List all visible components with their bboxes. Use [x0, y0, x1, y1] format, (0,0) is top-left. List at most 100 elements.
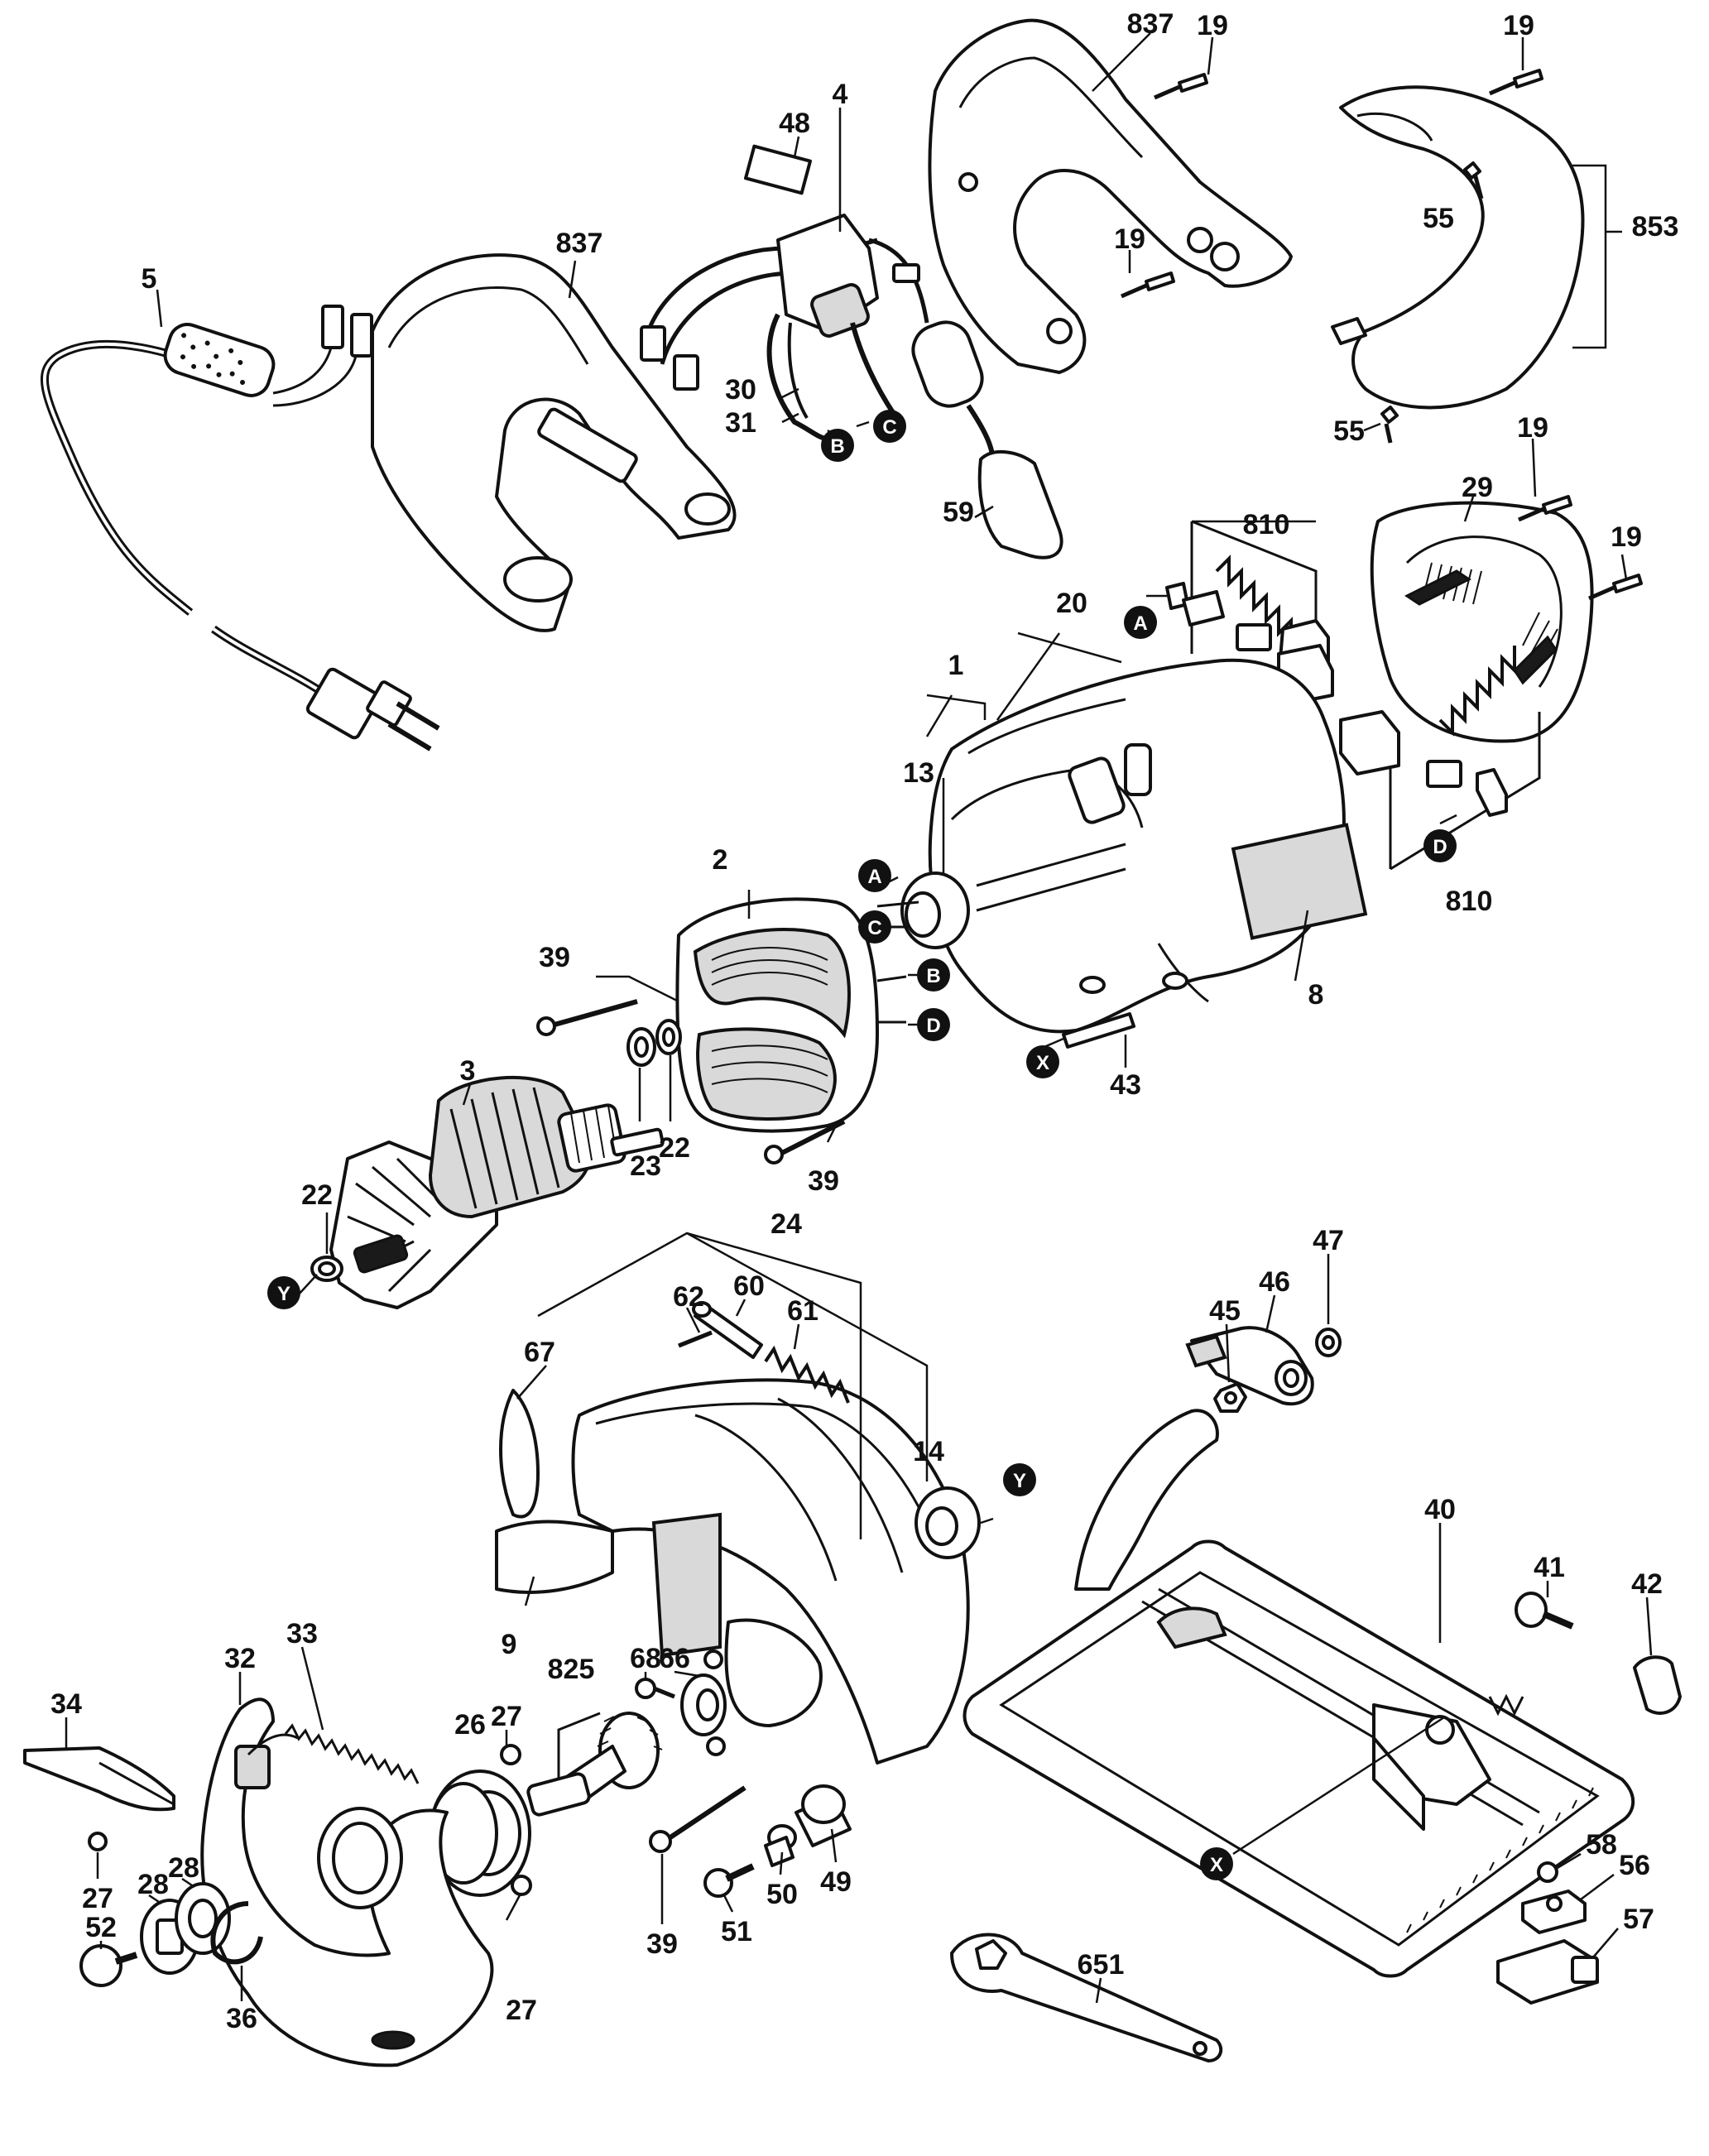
spring-33 [284, 1723, 420, 1784]
callout-27-b: 27 [82, 1883, 113, 1914]
callout-27-c: 27 [506, 1995, 537, 2026]
svg-text:C: C [867, 917, 881, 939]
callout-58: 58 [1586, 1829, 1617, 1861]
callout-labels: 5 837 48 4 30 31 59 837 19 19 19 55 853 … [50, 8, 1678, 2034]
callout-62: 62 [673, 1281, 704, 1313]
callout-31: 31 [725, 407, 756, 439]
callout-49: 49 [820, 1866, 852, 1898]
callout-825: 825 [548, 1654, 595, 1685]
callout-55-a: 55 [1423, 203, 1454, 234]
svg-text:D: D [1433, 836, 1447, 858]
screw-27-e [703, 1649, 726, 1756]
motor-housing [928, 658, 1368, 1034]
callout-68: 68 [630, 1643, 661, 1674]
callout-24: 24 [770, 1208, 802, 1240]
screw-41 [1515, 1592, 1574, 1630]
sleeve-60 [692, 1301, 763, 1359]
callout-29: 29 [1462, 472, 1493, 503]
callout-14: 14 [913, 1436, 944, 1467]
callout-39-c: 39 [646, 1928, 678, 1960]
callout-8: 8 [1308, 979, 1324, 1011]
svg-text:B: B [830, 435, 844, 458]
callout-55-b: 55 [1333, 415, 1365, 447]
callout-1: 1 [948, 650, 964, 681]
handle-cover [1331, 85, 1585, 410]
callout-60: 60 [733, 1270, 765, 1302]
washer-28-b [175, 1882, 231, 1955]
svg-text:C: C [882, 416, 896, 439]
pin-62 [678, 1330, 713, 1348]
callout-28-a: 28 [137, 1869, 169, 1900]
callout-19-b: 19 [1114, 223, 1145, 255]
bushing-50 [764, 1824, 797, 1867]
callout-52: 52 [85, 1912, 117, 1943]
callout-19-e: 19 [1611, 521, 1642, 553]
callout-853: 853 [1632, 211, 1679, 242]
callout-43: 43 [1110, 1069, 1141, 1101]
ref-marker-y-bumper: Y [1003, 1463, 1036, 1496]
svg-text:A: A [1133, 612, 1147, 635]
washer-22-a [655, 1019, 682, 1055]
ref-marker-a-field: A [858, 859, 891, 892]
svg-text:Y: Y [1013, 1470, 1026, 1492]
washer-23 [626, 1027, 656, 1067]
motor-field [675, 897, 919, 1133]
ref-marker-x-base: X [1200, 1847, 1233, 1880]
callout-42: 42 [1631, 1568, 1663, 1600]
nut-45 [1213, 1382, 1247, 1413]
ref-marker-c-switch: C [873, 410, 906, 443]
handle-half-left [371, 253, 737, 632]
lever-34 [23, 1746, 175, 1812]
callout-837-right: 837 [1127, 8, 1174, 40]
plate-67 [499, 1389, 540, 1519]
callout-40: 40 [1424, 1494, 1456, 1525]
callout-20: 20 [1056, 588, 1087, 619]
callout-19-d: 19 [1517, 412, 1548, 444]
screw-19-d [1518, 495, 1572, 522]
screw-39-a [536, 999, 638, 1036]
screw-19-a [1154, 73, 1208, 100]
callout-28-b: 28 [168, 1852, 199, 1884]
callout-810-bottom: 810 [1446, 886, 1493, 917]
spring-61 [764, 1345, 850, 1404]
callout-48: 48 [779, 108, 810, 139]
callout-51: 51 [721, 1916, 752, 1947]
washer-22-b [310, 1256, 343, 1282]
callout-26: 26 [454, 1709, 486, 1741]
screw-19-e [1588, 574, 1643, 601]
power-cord [40, 305, 440, 751]
callout-34: 34 [50, 1688, 82, 1720]
screw-27-d [88, 1832, 108, 1851]
callout-27-a: 27 [491, 1701, 522, 1732]
callout-810-top: 810 [1243, 509, 1290, 540]
svg-text:A: A [867, 866, 881, 888]
screw-39-c [649, 1785, 746, 1853]
svg-text:B: B [926, 965, 940, 987]
screw-39-b [764, 1119, 846, 1164]
callout-32: 32 [224, 1643, 256, 1674]
callout-837-left: 837 [556, 228, 603, 259]
lower-blade-guard [200, 1697, 494, 2067]
armature [329, 1075, 665, 1309]
svg-text:X: X [1036, 1052, 1049, 1074]
callout-23: 23 [630, 1150, 661, 1182]
washer-47 [1315, 1328, 1342, 1357]
callout-651: 651 [1078, 1949, 1125, 1981]
leader-lines [65, 32, 1653, 2004]
callout-59: 59 [943, 497, 974, 528]
svg-text:Y: Y [277, 1283, 290, 1305]
screw-55-b [1380, 406, 1399, 444]
callout-3: 3 [460, 1055, 476, 1087]
callout-50: 50 [766, 1879, 798, 1910]
screw-27-c [511, 1875, 532, 1896]
callout-5: 5 [142, 263, 157, 295]
ref-marker-y-armature: Y [267, 1276, 300, 1309]
screw-27-a [500, 1744, 521, 1765]
screw-68 [635, 1678, 675, 1699]
callout-19-a: 19 [1197, 10, 1228, 41]
clamp-56 [1521, 1890, 1587, 1934]
bolt-52 [79, 1944, 138, 1987]
callout-56: 56 [1619, 1850, 1650, 1881]
callout-46: 46 [1259, 1266, 1290, 1298]
callout-66: 66 [659, 1643, 690, 1674]
